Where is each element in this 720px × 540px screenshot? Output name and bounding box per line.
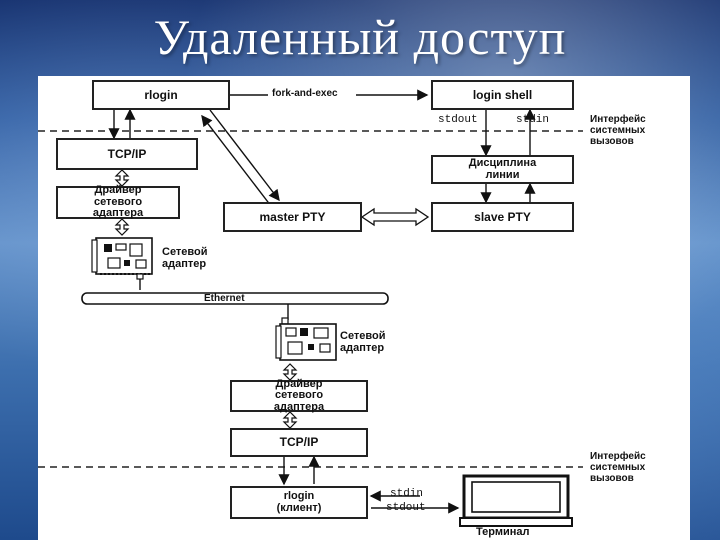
stdin-label-bottom: stdin — [390, 488, 424, 500]
stdout-label-top: stdout — [438, 114, 478, 126]
line-discipline-box: Дисциплина линии — [431, 155, 574, 184]
network-adapter-label-bottom: Сетевой адаптер — [340, 330, 386, 355]
driver-client-box: Драйвер сетевого адаптера — [230, 378, 368, 413]
diagram-panel: rlogin login shell TCP/IP Драйвер сетево… — [38, 76, 690, 540]
syscall-interface-label-top: Интерфейс системных вызовов — [590, 114, 646, 147]
driver-server-box: Драйвер сетевого адаптера — [56, 184, 180, 219]
terminal-label: Терминал — [476, 526, 530, 538]
tcpip-server-box: TCP/IP — [56, 138, 198, 170]
tcpip-client-box: TCP/IP — [230, 428, 368, 457]
ethernet-label: Ethernet — [204, 293, 245, 304]
ethernet-bus — [81, 292, 389, 305]
login-shell-box: login shell — [431, 80, 574, 110]
fork-and-exec-label: fork-and-exec — [272, 88, 338, 99]
stdout-label-bottom: stdout — [386, 502, 426, 514]
network-card-icon — [90, 236, 160, 280]
terminal-monitor-icon — [458, 474, 574, 528]
network-adapter-label-top: Сетевой адаптер — [162, 246, 208, 271]
network-card-icon — [272, 316, 342, 362]
slave-pty-box: slave PTY — [431, 202, 574, 232]
master-pty-box: master PTY — [223, 202, 362, 232]
rlogin-client-box: rlogin (клиент) — [230, 486, 368, 519]
diagram-connectors — [38, 89, 583, 514]
syscall-interface-label-bottom: Интерфейс системных вызовов — [590, 451, 646, 484]
rlogin-server-box: rlogin — [92, 80, 230, 110]
stdin-label-top: stdin — [516, 114, 550, 126]
slide-title: Удаленный доступ — [153, 9, 567, 65]
